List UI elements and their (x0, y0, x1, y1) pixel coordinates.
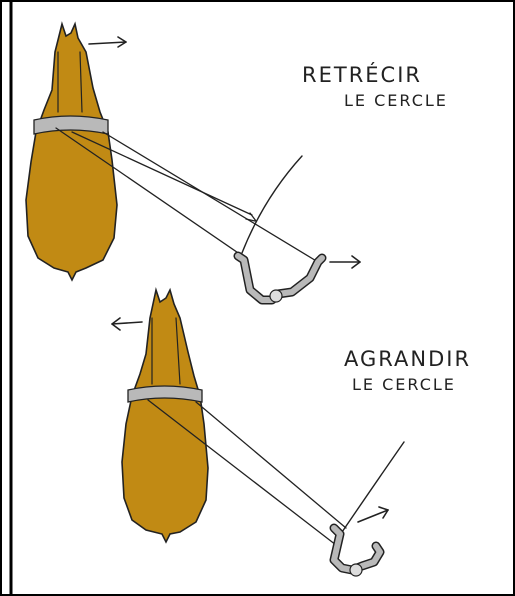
bottom-label-line2: LE CERCLE (352, 375, 456, 394)
horse-top-body (26, 24, 117, 280)
whip-bottom (340, 442, 404, 535)
horse-bottom-body (122, 290, 208, 542)
arrow-icon (112, 318, 142, 330)
hand-bottom (334, 528, 380, 576)
horse-bottom (112, 290, 208, 542)
arrow-icon (358, 507, 388, 522)
arrow-icon (330, 256, 360, 268)
bottom-panel: AGRANDIR LE CERCLE (112, 290, 471, 576)
bottom-label-line1: AGRANDIR (344, 347, 471, 371)
top-label-line1: RETRÉCIR (302, 62, 422, 87)
top-label-line2: LE CERCLE (344, 91, 448, 110)
whip-top (240, 156, 302, 258)
horse-top (26, 24, 126, 280)
hand-top (238, 256, 322, 302)
arrow-icon (89, 37, 126, 47)
top-panel: RETRÉCIR LE CERCLE (26, 24, 448, 302)
